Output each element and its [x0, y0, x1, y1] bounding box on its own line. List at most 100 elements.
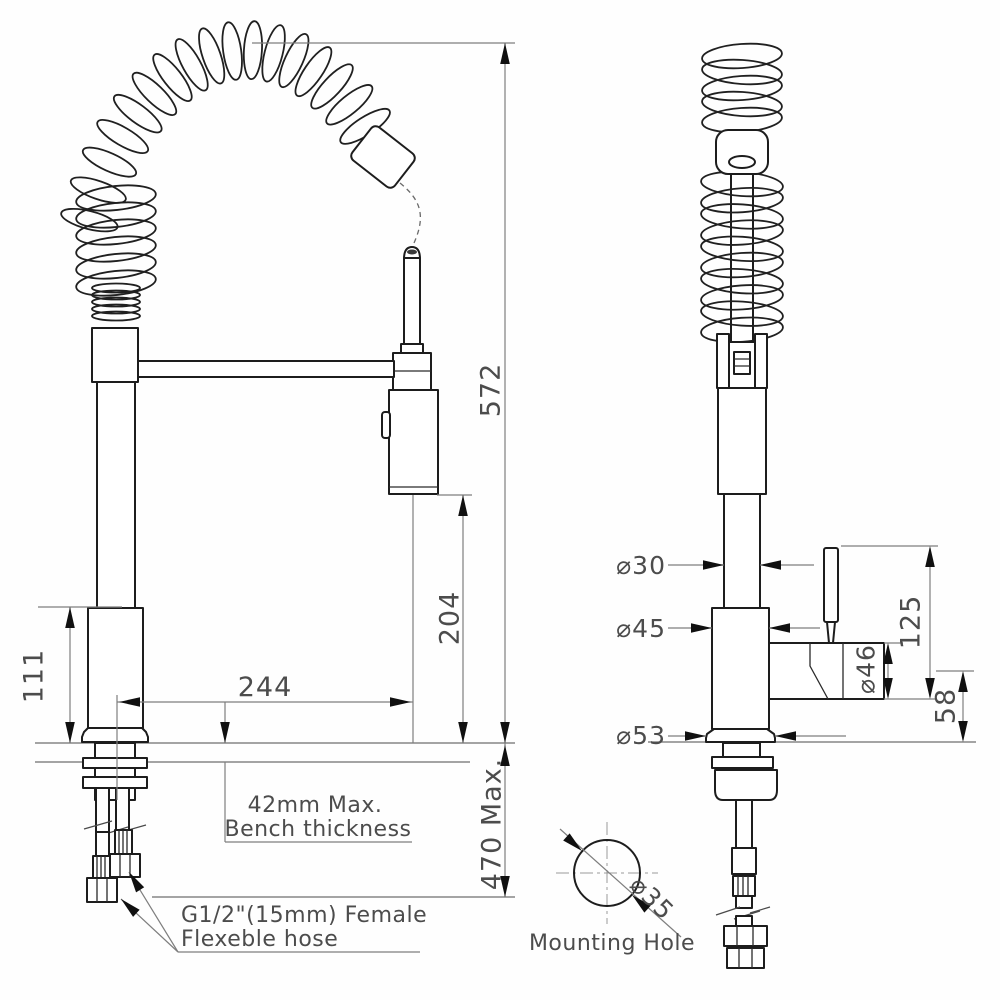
coil-loop: [75, 252, 157, 280]
coil-loop: [700, 251, 784, 279]
side-base-fittings: [711, 742, 778, 969]
dimension-arrowhead: [500, 43, 510, 64]
label-mounting-hole: Mounting Hole: [529, 931, 695, 956]
coil-loop: [112, 93, 163, 134]
dim-spout-outlet-height: 204: [435, 591, 466, 646]
spring-coil-lower: [700, 170, 784, 344]
coil-loop: [81, 146, 138, 178]
faucet-body-front: [81, 327, 395, 743]
mounting-hole-circle: [573, 839, 641, 907]
spring-collar: [91, 327, 139, 383]
faucet-body-side: [705, 387, 885, 743]
dimension-arrowhead: [129, 872, 145, 893]
dimension-arrowhead: [220, 722, 230, 743]
coil-loop: [91, 303, 141, 315]
dimension-arrowhead: [958, 671, 968, 692]
wand-tube: [403, 257, 421, 345]
dimension-arrowhead: [500, 876, 510, 897]
spray-holder-body: [388, 389, 439, 495]
dimension-arrowhead: [390, 697, 411, 707]
note-bench-line1: 42mm Max.: [248, 793, 383, 818]
coil-loop: [69, 176, 127, 204]
dimension-arrowhead: [65, 607, 75, 628]
coil-loop: [701, 58, 783, 86]
lever-handle: [823, 547, 839, 623]
coil-loop: [701, 42, 783, 70]
hose-sleeve: [731, 847, 757, 875]
dimension-arrowhead: [691, 623, 712, 633]
dimension-arrowhead: [65, 722, 75, 743]
wand-dock-side: [716, 333, 768, 389]
wand-tip-opening: [407, 249, 417, 255]
dimension-texts: 572 204 244 111 470 Max. 42mm Max. Bench…: [19, 363, 962, 956]
lock-plate-2: [82, 776, 148, 789]
dim-base-diameter: ⌀53: [616, 721, 666, 750]
dock-ring-lines: [734, 358, 750, 367]
dimension-arrowhead: [760, 560, 781, 570]
dimension-arrowhead: [958, 721, 968, 742]
dimension-arrowhead: [119, 697, 140, 707]
dim-spout-reach: 244: [238, 672, 293, 703]
lock-nut-side: [714, 769, 778, 801]
dock-tab-right: [754, 333, 768, 389]
coil-loop: [75, 235, 157, 263]
dimension-arrowhead: [883, 643, 893, 664]
coil-loop: [152, 53, 193, 102]
crimp-ridges: [96, 856, 106, 878]
nut-facets: [736, 926, 754, 946]
nut-facets: [738, 948, 753, 968]
handle-spout-body: [768, 642, 885, 700]
coil-loop: [278, 33, 310, 89]
coil-loop: [700, 284, 784, 311]
front-base-fittings: [82, 742, 148, 903]
coil-loop: [701, 90, 783, 118]
support-arm: [134, 360, 395, 378]
coil-loop: [700, 267, 784, 295]
front-view: [60, 20, 439, 903]
coil-loop: [700, 186, 784, 214]
holder-clip: [381, 411, 391, 439]
hose-right-tube: [115, 787, 130, 831]
coil-loop: [700, 219, 784, 246]
dimension-arrowhead: [703, 560, 724, 570]
dim-body-diameter: ⌀45: [616, 614, 666, 643]
holder-side: [717, 387, 767, 495]
diameter-leader: [559, 828, 682, 938]
hose-mid-2: [735, 915, 753, 927]
dimension-arrowhead: [883, 678, 893, 699]
dim-base-body-height: 111: [19, 649, 50, 704]
coil-loop: [221, 21, 243, 81]
coil-loop: [294, 46, 333, 98]
spout-tube: [723, 493, 761, 609]
note-hose-line2: Flexeble hose: [181, 927, 338, 952]
main-body: [711, 607, 770, 730]
dimension-arrowhead: [632, 895, 651, 913]
hose-nut-2: [726, 947, 765, 969]
spring-coil-front: [60, 20, 391, 322]
dim-hose-drop-max: 470 Max.: [477, 758, 508, 891]
hose-left-crimp: [92, 855, 112, 879]
dimension-arrowhead: [500, 745, 510, 766]
nut-facets: [96, 878, 108, 902]
swing-path-dashed: [399, 182, 422, 244]
hose-tube-side: [735, 799, 753, 849]
coil-loop: [700, 235, 784, 263]
hose-nut-1: [723, 925, 768, 947]
lower-column: [87, 607, 144, 729]
coil-loop: [174, 38, 209, 92]
hose-left-lower: [95, 831, 110, 857]
note-hose-line1: G1/2"(15mm) Female: [181, 903, 427, 928]
spray-head-mouth: [728, 155, 756, 169]
dock-tab-left: [716, 333, 730, 389]
coil-loop: [91, 282, 141, 294]
wand-ring: [400, 343, 424, 354]
dimension-arrowhead: [458, 495, 468, 516]
dim-spout-tube-diameter: ⌀30: [616, 551, 666, 580]
upper-column: [96, 381, 136, 609]
dock-ring: [733, 351, 751, 375]
lever-stem: [826, 621, 836, 644]
spout-joint-line: [809, 643, 829, 700]
base-flare-side: [705, 728, 776, 743]
